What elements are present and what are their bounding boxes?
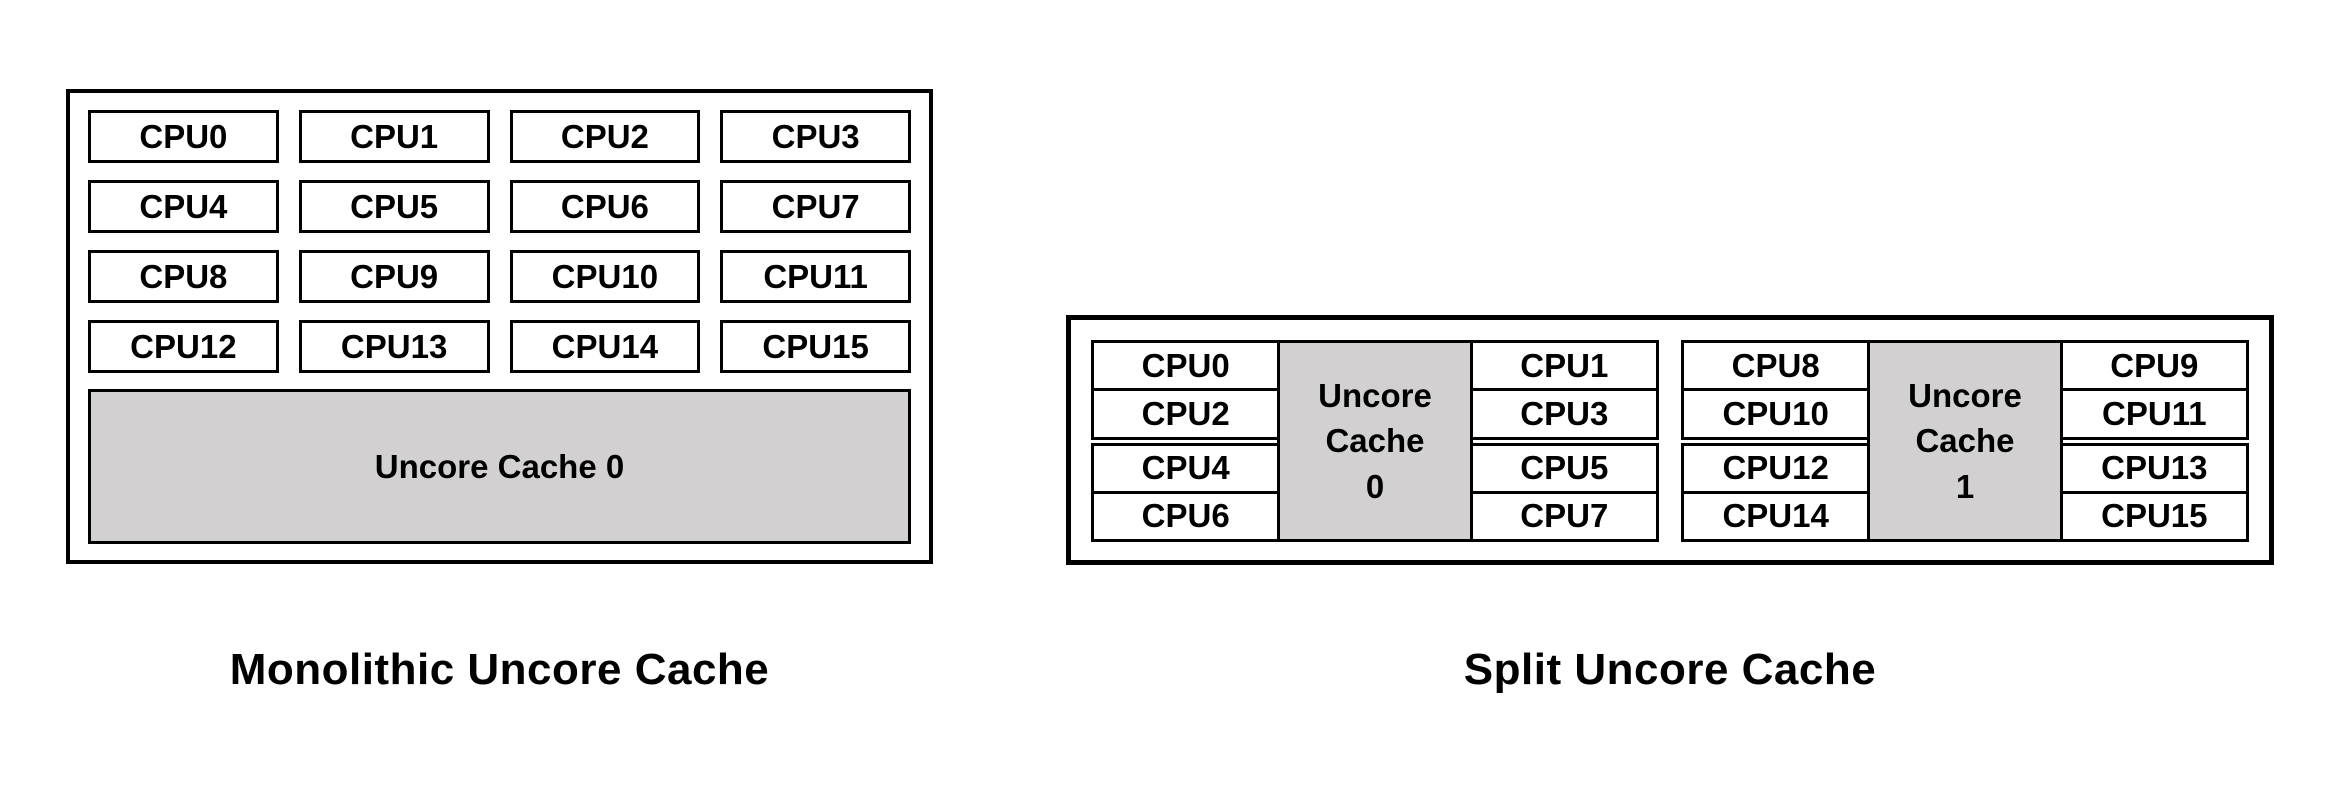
cpu-box: CPU2 (509, 110, 701, 163)
cpu-box: CPU11 (720, 250, 911, 303)
cpu-box: CPU10 (509, 250, 701, 303)
cpu-cell: CPU6 (1091, 490, 1281, 542)
split-cluster-1: CPU8 CPU10 CPU12 CPU14 Uncore Cache 1 CP… (1681, 340, 2249, 542)
cpu-cell: CPU0 (1091, 340, 1281, 392)
cluster0-left-cpu-column: CPU0 CPU2 CPU4 CPU6 (1091, 340, 1281, 542)
cache-label-line: Cache (1325, 422, 1425, 460)
cpu-box: CPU5 (298, 180, 490, 233)
cpu-box: CPU3 (720, 110, 911, 163)
cpu-box: CPU14 (509, 320, 701, 373)
monolithic-cpu-grid: CPU0 CPU1 CPU2 CPU3 CPU4 CPU5 CPU6 CPU7 … (88, 110, 911, 373)
cpu-cell: CPU8 (1681, 340, 1871, 392)
monolithic-caption: Monolithic Uncore Cache (229, 645, 770, 694)
cpu-cell: CPU15 (2059, 490, 2249, 542)
cpu-box: CPU6 (509, 180, 701, 233)
cpu-cell: CPU2 (1091, 388, 1281, 440)
cpu-box: CPU0 (88, 110, 279, 163)
cpu-cell: CPU12 (1681, 442, 1871, 494)
cpu-box: CPU9 (298, 250, 490, 303)
cpu-cell: CPU1 (1469, 340, 1659, 392)
uncore-cache-0-box: Uncore Cache 0 (88, 389, 911, 544)
monolithic-package-box: CPU0 CPU1 CPU2 CPU3 CPU4 CPU5 CPU6 CPU7 … (66, 89, 933, 564)
cpu-cell: CPU10 (1681, 388, 1871, 440)
cpu-box: CPU8 (88, 250, 279, 303)
uncore-cache-0-cell: Uncore Cache 0 (1277, 340, 1473, 542)
cpu-cell: CPU9 (2059, 340, 2249, 392)
cache-label-line: 0 (1365, 467, 1385, 505)
cpu-box: CPU1 (298, 110, 490, 163)
cluster1-left-cpu-column: CPU8 CPU10 CPU12 CPU14 (1681, 340, 1871, 542)
cpu-box: CPU13 (298, 320, 490, 373)
cpu-cell: CPU4 (1091, 442, 1281, 494)
cache-label-line: 1 (1955, 467, 1975, 505)
cpu-box: CPU15 (720, 320, 911, 373)
cpu-box: CPU12 (88, 320, 279, 373)
split-package-box: CPU0 CPU2 CPU4 CPU6 Uncore Cache 0 CPU1 … (1066, 315, 2274, 565)
cache-label-line: Uncore (1318, 376, 1432, 414)
cpu-cell: CPU11 (2059, 388, 2249, 440)
cpu-cell: CPU14 (1681, 490, 1871, 542)
cluster1-right-cpu-column: CPU9 CPU11 CPU13 CPU15 (2059, 340, 2249, 542)
cpu-cell: CPU5 (1469, 442, 1659, 494)
cpu-box: CPU4 (88, 180, 279, 233)
cache-label-line: Cache (1915, 422, 2015, 460)
cpu-cell: CPU7 (1469, 490, 1659, 542)
uncore-cache-1-cell: Uncore Cache 1 (1867, 340, 2063, 542)
cluster0-right-cpu-column: CPU1 CPU3 CPU5 CPU7 (1469, 340, 1659, 542)
split-caption: Split Uncore Cache (1463, 645, 1877, 694)
cpu-cell: CPU13 (2059, 442, 2249, 494)
cpu-cell: CPU3 (1469, 388, 1659, 440)
cache-label-line: Uncore (1908, 376, 2022, 414)
cpu-box: CPU7 (720, 180, 911, 233)
split-cluster-0: CPU0 CPU2 CPU4 CPU6 Uncore Cache 0 CPU1 … (1091, 340, 1659, 542)
